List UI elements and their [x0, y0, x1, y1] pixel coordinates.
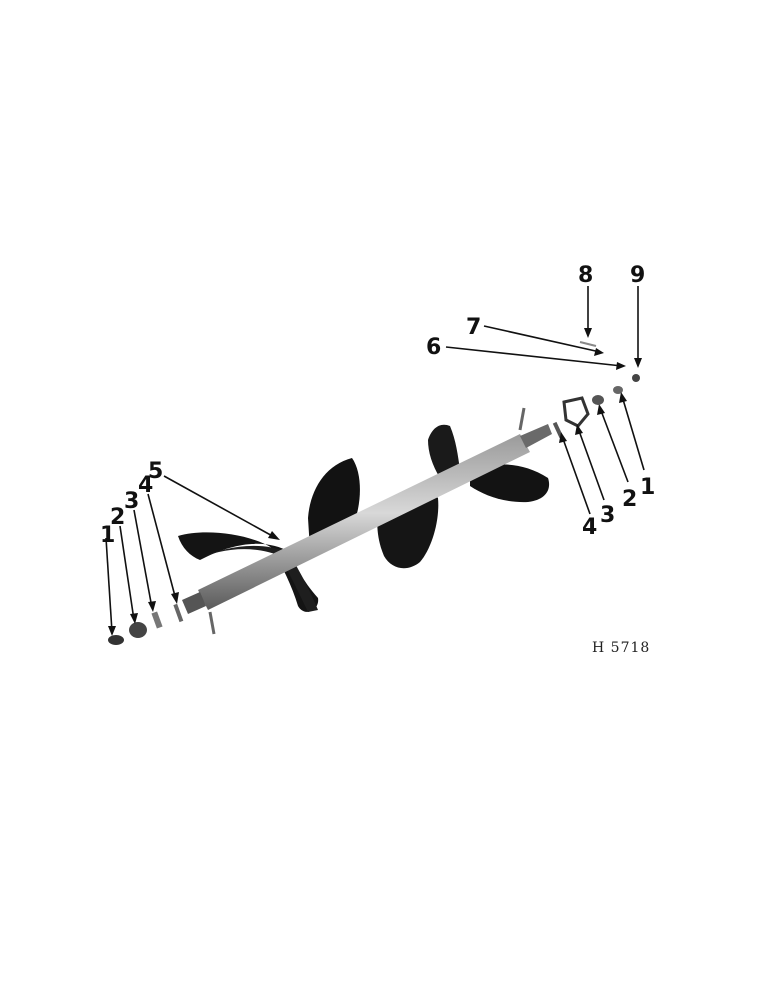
leader-6: [445, 346, 623, 367]
callout-7: 7: [466, 315, 481, 340]
arrowhead-9: [634, 358, 642, 368]
leader-left-2: [119, 525, 135, 621]
arrowhead-6: [616, 362, 626, 370]
right-part-4-key: [552, 421, 564, 439]
callout-left-3: 3: [124, 489, 139, 514]
leader-left-1: [105, 537, 113, 633]
callout-right-4: 4: [582, 515, 597, 540]
callout-left-1: 1: [100, 523, 115, 548]
arrowhead-right-4: [559, 432, 567, 443]
shaft-right-pin: [518, 407, 526, 431]
right-part-2-collar: [592, 395, 604, 405]
auger-flight-5: [470, 464, 550, 503]
callout-right-3: 3: [600, 503, 615, 528]
arrowhead-left-2: [130, 613, 138, 624]
right-part-1-bearing: [613, 386, 623, 394]
leader-right-2: [599, 407, 629, 483]
arrowhead-left-1: [108, 626, 116, 636]
callout-5: 5: [148, 459, 163, 484]
leader-lines: [105, 286, 645, 636]
arrowhead-5: [268, 531, 280, 540]
arrowhead-right-1: [619, 392, 627, 403]
arrowhead-right-2: [597, 404, 605, 415]
shaft-left-stub: [182, 592, 206, 614]
callout-9: 9: [630, 263, 645, 288]
callout-left-2: 2: [110, 505, 125, 530]
shaft-left-pin: [208, 611, 216, 635]
arrowhead-right-3: [575, 424, 583, 435]
auger-flight-4: [428, 424, 460, 478]
callout-8: 8: [578, 263, 593, 288]
left-part-4-key: [173, 603, 184, 623]
auger-assembly: [178, 407, 552, 635]
left-part-2-collar: [129, 622, 147, 638]
leader-left-3: [133, 509, 153, 609]
left-part-1-bearing: [108, 635, 124, 645]
callout-left-4: 4: [138, 473, 153, 498]
arrowhead-left-4: [171, 592, 179, 604]
arrowhead-7: [594, 348, 604, 356]
leader-left-4: [147, 493, 177, 601]
auger-shaft: [198, 434, 530, 610]
left-end-hardware: [108, 603, 184, 645]
part-9-grease-fitting: [632, 374, 640, 382]
left-part-3-washer: [151, 611, 163, 629]
right-part-3-bearing-flange: [562, 396, 590, 428]
shaft-right-stub: [520, 424, 552, 448]
leader-7: [483, 325, 601, 353]
leader-right-3: [577, 427, 605, 501]
leader-right-1: [621, 395, 645, 471]
right-end-hardware: [552, 341, 640, 439]
arrowhead-left-3: [148, 601, 156, 612]
part-8-bolt: [579, 341, 597, 347]
figure-reference: H 5718: [592, 640, 650, 656]
arrowhead-8: [584, 328, 592, 338]
leader-5: [163, 475, 277, 539]
callout-6: 6: [426, 335, 441, 360]
callout-labels: 1 2 3 4 5 6 7 8 9 4 3 2 1: [100, 263, 655, 548]
callout-right-1: 1: [640, 475, 655, 500]
callout-right-2: 2: [622, 487, 637, 512]
leader-right-4: [561, 435, 591, 515]
